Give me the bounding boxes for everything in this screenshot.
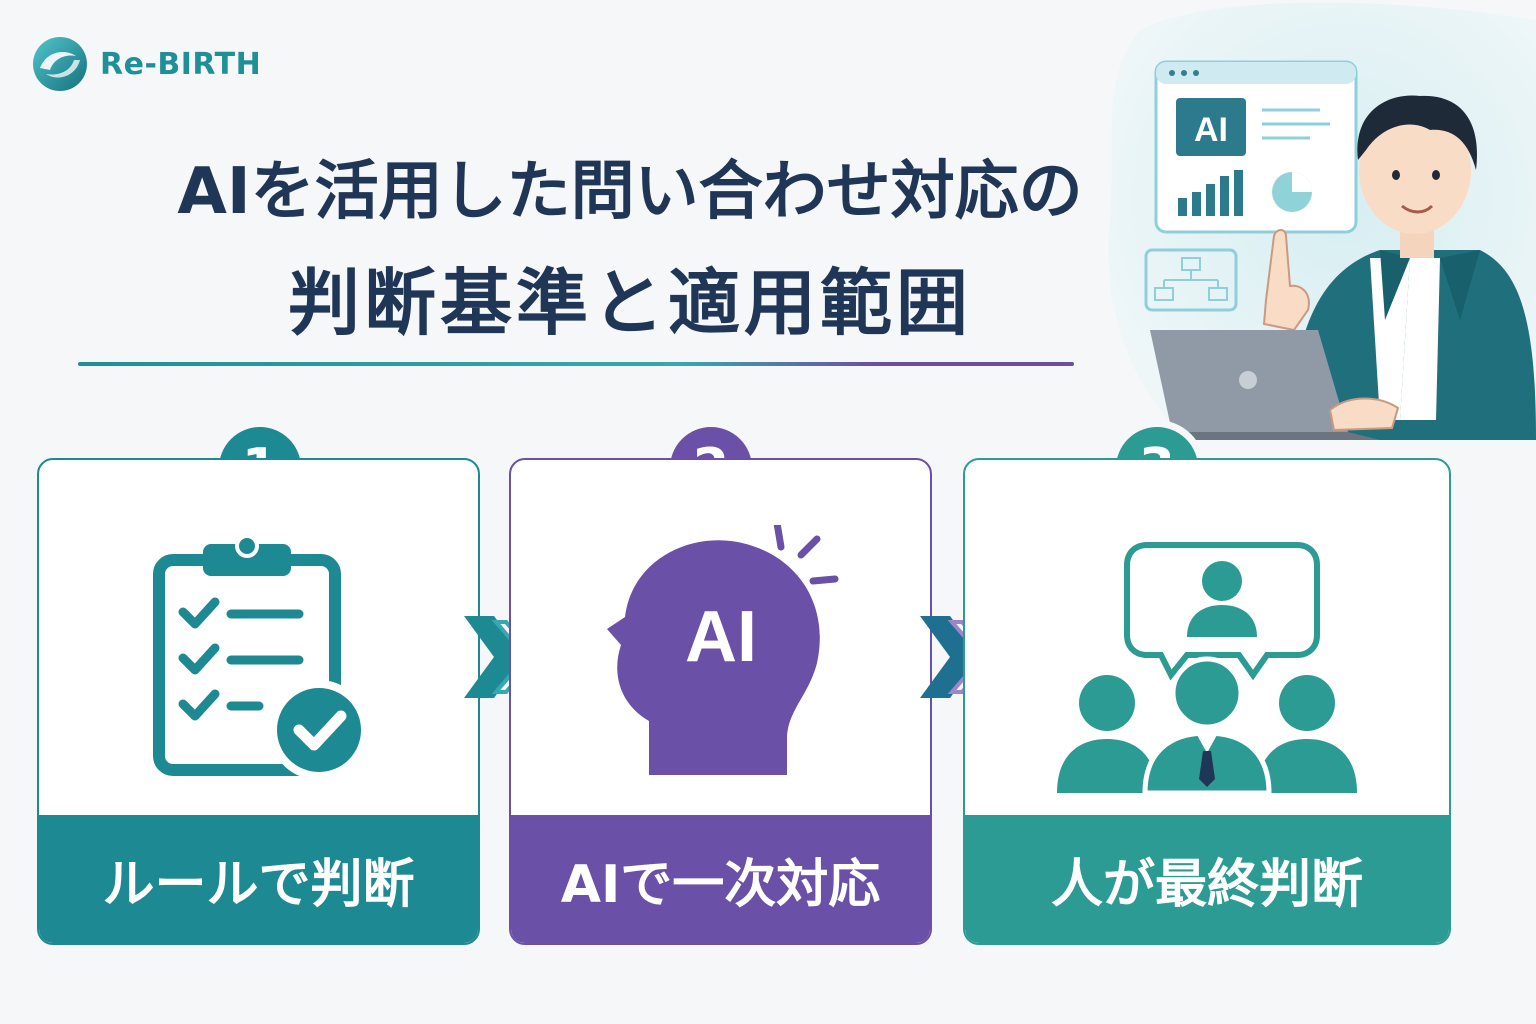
brand-name: Re-BIRTH bbox=[100, 46, 262, 82]
clipboard-checklist-icon bbox=[152, 534, 369, 780]
brand-logo[interactable]: Re-BIRTH bbox=[30, 34, 261, 94]
ai-head-icon: AI bbox=[606, 525, 838, 775]
step-card-human: 人が最終判断 bbox=[963, 458, 1451, 945]
ai-head-text: AI bbox=[685, 597, 757, 677]
businessman-illustration: AI bbox=[1108, 2, 1536, 440]
step-label-ai: AIで一次対応 bbox=[511, 815, 930, 943]
people-meeting-icon bbox=[1057, 542, 1357, 795]
step-card-rules: ルールで判断 bbox=[37, 458, 480, 945]
step-label-human: 人が最終判断 bbox=[965, 815, 1449, 943]
page-title-line1: AIを活用した問い合わせ対応の bbox=[177, 155, 1083, 229]
step-card-ai: AI AIで一次対応 bbox=[509, 458, 932, 945]
step-label-rules: ルールで判断 bbox=[39, 815, 478, 943]
page-title-line2: 判断基準と適用範囲 bbox=[287, 261, 972, 345]
screen-ai-badge: AI bbox=[1194, 111, 1228, 149]
title-divider bbox=[78, 362, 1074, 366]
brand-swirl-icon bbox=[33, 37, 87, 91]
